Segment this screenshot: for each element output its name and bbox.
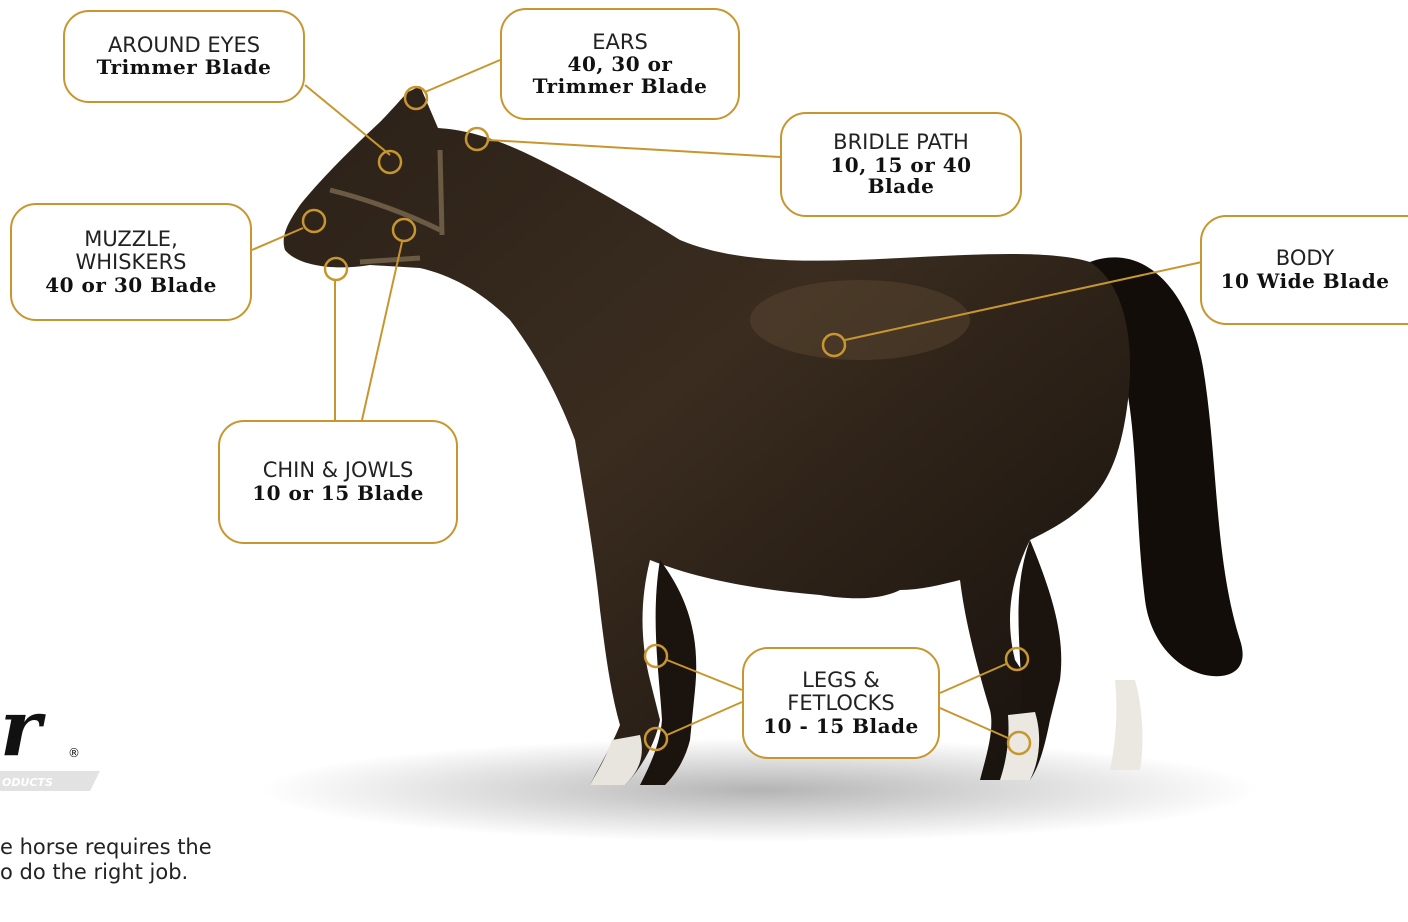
callout-blade-label: 40 or 30 Blade [45, 275, 217, 297]
horse-sock-hind-2 [1110, 680, 1142, 770]
callout-area-label: LEGS & FETLOCKS [787, 669, 894, 716]
callout-blade-label: Trimmer Blade [97, 57, 272, 79]
callout-legs-fetlocks: LEGS & FETLOCKS 10 - 15 Blade [742, 647, 940, 759]
callout-area-label: AROUND EYES [108, 34, 260, 58]
callout-blade-label: 10 Wide Blade [1221, 271, 1390, 293]
callout-chin-jowls: CHIN & JOWLS 10 or 15 Blade [218, 420, 458, 544]
callout-body: BODY 10 Wide Blade [1200, 215, 1408, 325]
logo-tagline: ODUCTS [2, 776, 53, 789]
callout-blade-label: 40, 30 or Trimmer Blade [533, 54, 708, 97]
callout-area-label: EARS [592, 31, 648, 55]
callout-around-eyes: AROUND EYES Trimmer Blade [63, 10, 305, 103]
callout-bridle-path: BRIDLE PATH 10, 15 or 40 Blade [780, 112, 1022, 217]
brand-logo: r ® ODUCTS [0, 695, 100, 795]
callout-area-label: BRIDLE PATH [833, 131, 969, 155]
caption-text: e horse requires the o do the right job. [0, 835, 260, 885]
callout-muzzle: MUZZLE, WHISKERS 40 or 30 Blade [10, 203, 252, 321]
callout-area-label: BODY [1276, 247, 1334, 271]
logo-mark: r [0, 695, 46, 774]
callout-area-label: CHIN & JOWLS [263, 459, 414, 483]
logo-registered: ® [68, 746, 80, 760]
callout-blade-label: 10 or 15 Blade [252, 483, 424, 505]
callout-blade-label: 10, 15 or 40 Blade [830, 155, 971, 198]
callout-ears: EARS 40, 30 or Trimmer Blade [500, 8, 740, 120]
callout-blade-label: 10 - 15 Blade [763, 716, 919, 738]
callout-area-label: MUZZLE, WHISKERS [75, 228, 186, 275]
